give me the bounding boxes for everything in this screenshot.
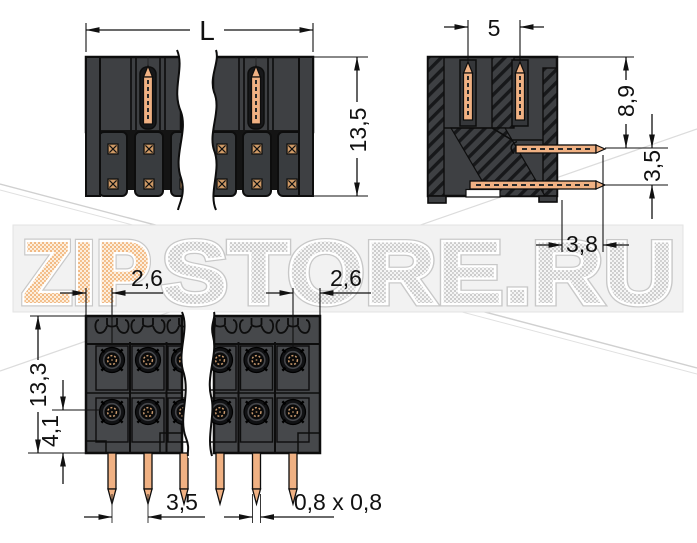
bottom-pins (107, 452, 298, 505)
watermark-text: ZIP STORE.RU (22, 223, 676, 322)
dim-label-5: 5 (488, 15, 501, 41)
dim-protrusion-3-8: 3,8 (536, 155, 629, 257)
dim-front-height: 13,5 (313, 56, 371, 197)
dim-label-L: L (199, 15, 215, 46)
dim-pin-spacing-5: 5 (444, 15, 544, 60)
dim-label-13-3: 13,3 (25, 363, 51, 408)
front-pin-right (250, 65, 262, 125)
cell-dividers (129, 342, 276, 453)
dim-label-3-5-bottom: 3,5 (166, 489, 198, 515)
dim-label-13-5: 13,5 (345, 108, 371, 153)
corner-steps (86, 432, 320, 453)
dim-pitch-3-5: 3,5 (84, 489, 205, 523)
front-panel-lines (130, 58, 274, 130)
dim-pin-height-8-9: 8,9 (557, 56, 668, 149)
dim-label-8-9: 8,9 (613, 85, 639, 117)
dim-edge-left-2-6: 2,6 (60, 265, 163, 344)
dim-label-2-6-right: 2,6 (330, 265, 362, 291)
dim-label-2-6-left: 2,6 (131, 265, 163, 291)
dim-cross-section-0-8: 0,8 x 0,8 (224, 489, 382, 523)
front-pin-left (142, 65, 154, 125)
side-section-view (426, 55, 607, 204)
bottom-break-gap (181, 310, 215, 458)
dim-length-L: L (85, 15, 314, 52)
dim-edge-right-2-6: 2,6 (266, 265, 371, 350)
front-pin-slots (139, 57, 265, 130)
dim-label-0-8: 0,8 x 0,8 (294, 489, 382, 515)
side-pin-vertical-1 (462, 61, 474, 121)
side-solder-pins (469, 140, 607, 190)
dim-label-4-1: 4,1 (37, 415, 63, 447)
front-break-gap (177, 48, 217, 212)
dim-label-3-5-side: 3,5 (639, 150, 665, 182)
side-pin-vertical-2 (514, 61, 526, 121)
dim-label-3-8: 3,8 (566, 231, 598, 257)
watermark-outline: ZIP STORE.RU (22, 223, 676, 322)
dim-row-edge-4-1: 4,1 (37, 380, 100, 484)
dim-row-pitch-3-5: 3,5 (605, 114, 668, 219)
bottom-view (84, 310, 322, 505)
front-view (84, 48, 315, 212)
dim-body-height-13-3: 13,3 (25, 315, 86, 454)
watermark-band (12, 224, 684, 313)
dimensions: L 13,5 5 8,9 (25, 15, 668, 523)
watermark: ZIP STORE.RU ZIP STORE.RU (12, 220, 684, 326)
